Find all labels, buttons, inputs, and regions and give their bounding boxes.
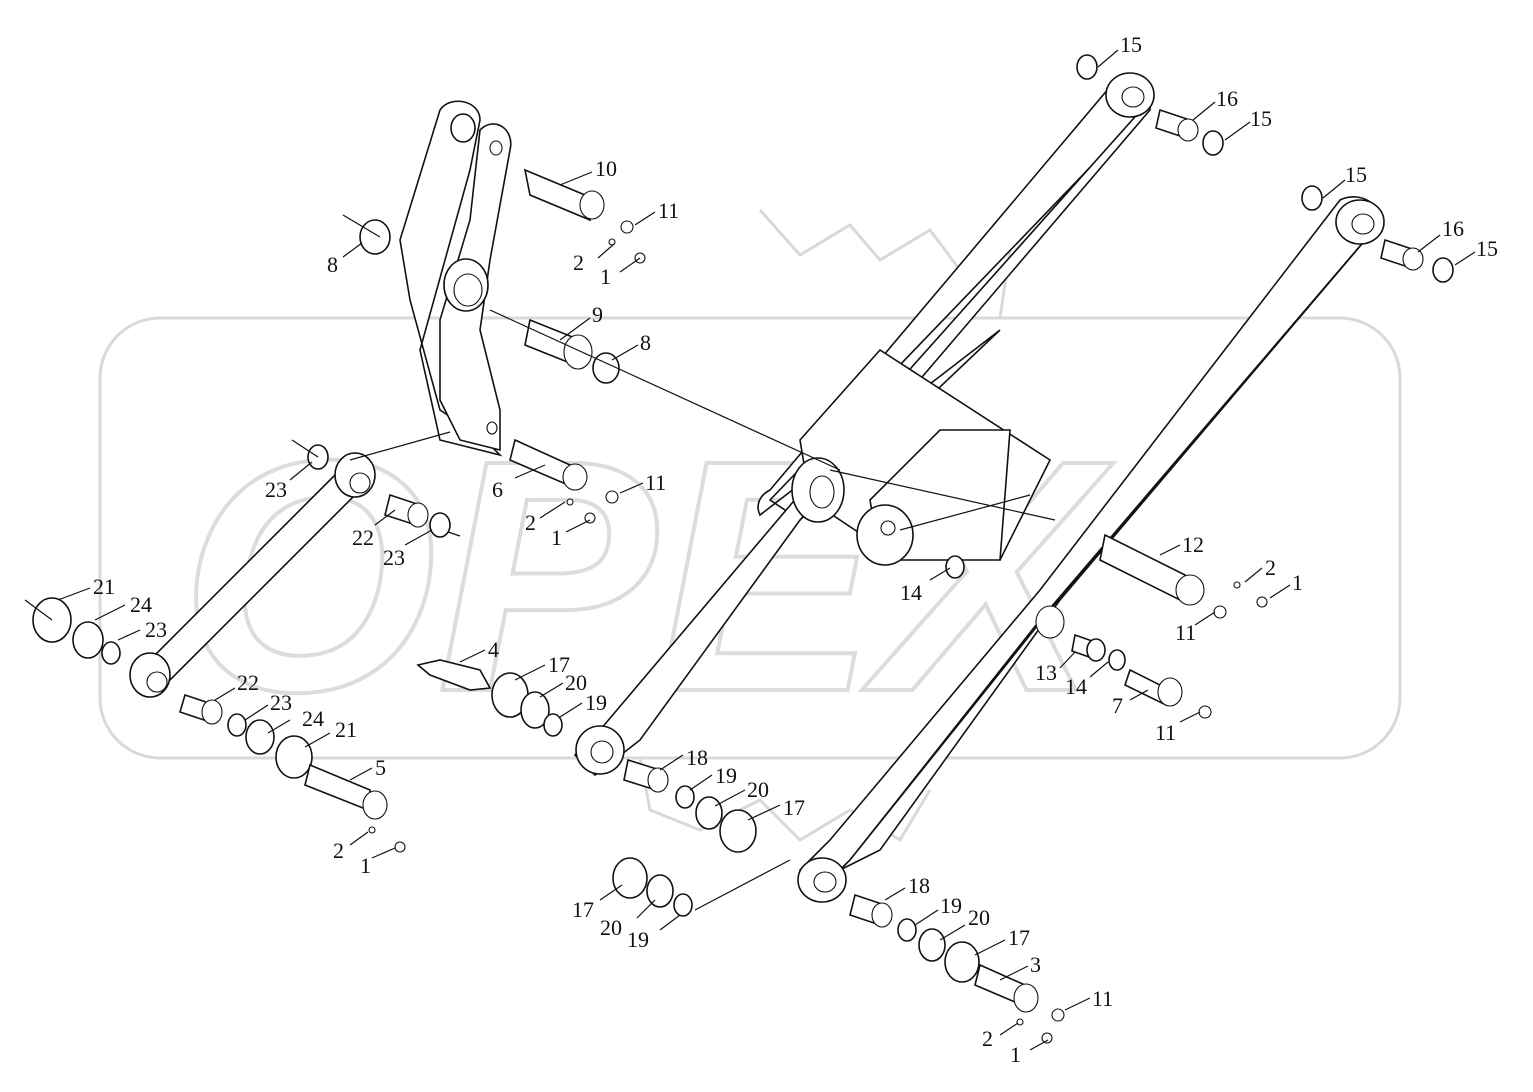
callout-11: 11 xyxy=(645,470,666,495)
callout-23: 23 xyxy=(265,477,287,502)
callout-2: 2 xyxy=(333,838,344,863)
callout-14: 14 xyxy=(1065,674,1087,699)
callout-1: 1 xyxy=(1292,570,1303,595)
leader-lines xyxy=(24,49,1476,1051)
callout-2: 2 xyxy=(982,1026,993,1051)
callout-9: 9 xyxy=(592,302,603,327)
callout-14: 14 xyxy=(900,580,922,605)
boom-assembly xyxy=(573,72,1385,903)
callout-21: 21 xyxy=(335,717,357,742)
callout-15: 15 xyxy=(1476,236,1498,261)
callout-1: 1 xyxy=(551,525,562,550)
callout-19: 19 xyxy=(715,763,737,788)
callout-7: 7 xyxy=(1112,693,1123,718)
callout-12: 12 xyxy=(1182,532,1204,557)
callout-11: 11 xyxy=(658,198,679,223)
callout-11: 11 xyxy=(1092,986,1113,1011)
callout-2: 2 xyxy=(525,510,536,535)
callout-23: 23 xyxy=(145,617,167,642)
callout-4: 4 xyxy=(488,637,499,662)
callout-21: 21 xyxy=(93,574,115,599)
callout-2: 2 xyxy=(573,250,584,275)
callout-5: 5 xyxy=(375,755,386,780)
callout-15: 15 xyxy=(1250,106,1272,131)
callout-6: 6 xyxy=(492,477,503,502)
callout-17: 17 xyxy=(548,652,570,677)
callout-16: 16 xyxy=(1216,86,1238,111)
callout-20: 20 xyxy=(565,670,587,695)
callout-labels: 15 16 15 15 16 15 10 11 2 1 8 9 8 6 11 2… xyxy=(93,32,1498,1067)
callout-23: 23 xyxy=(383,545,405,570)
callout-19: 19 xyxy=(585,690,607,715)
callout-8: 8 xyxy=(640,330,651,355)
callout-20: 20 xyxy=(747,777,769,802)
callout-15: 15 xyxy=(1120,32,1142,57)
callout-10: 10 xyxy=(595,156,617,181)
callout-18: 18 xyxy=(686,745,708,770)
callout-19: 19 xyxy=(940,893,962,918)
callout-24: 24 xyxy=(130,592,152,617)
callout-15: 15 xyxy=(1345,162,1367,187)
callout-23: 23 xyxy=(270,690,292,715)
callout-2: 2 xyxy=(1265,555,1276,580)
callout-16: 16 xyxy=(1442,216,1464,241)
callout-22: 22 xyxy=(352,525,374,550)
callout-19: 19 xyxy=(627,927,649,952)
callout-11: 11 xyxy=(1155,720,1176,745)
callout-11: 11 xyxy=(1175,620,1196,645)
callout-17: 17 xyxy=(1008,925,1030,950)
callout-1: 1 xyxy=(1010,1042,1021,1067)
callout-1: 1 xyxy=(600,264,611,289)
callout-22: 22 xyxy=(237,670,259,695)
callout-13: 13 xyxy=(1035,660,1057,685)
callout-3: 3 xyxy=(1030,952,1041,977)
callout-20: 20 xyxy=(600,915,622,940)
callout-1: 1 xyxy=(360,853,371,878)
callout-8: 8 xyxy=(327,252,338,277)
bellcrank xyxy=(399,100,512,457)
callout-17: 17 xyxy=(572,897,594,922)
callout-24: 24 xyxy=(302,706,324,731)
callout-17: 17 xyxy=(783,795,805,820)
callout-18: 18 xyxy=(908,873,930,898)
link-rod xyxy=(129,452,376,698)
callout-20: 20 xyxy=(968,905,990,930)
